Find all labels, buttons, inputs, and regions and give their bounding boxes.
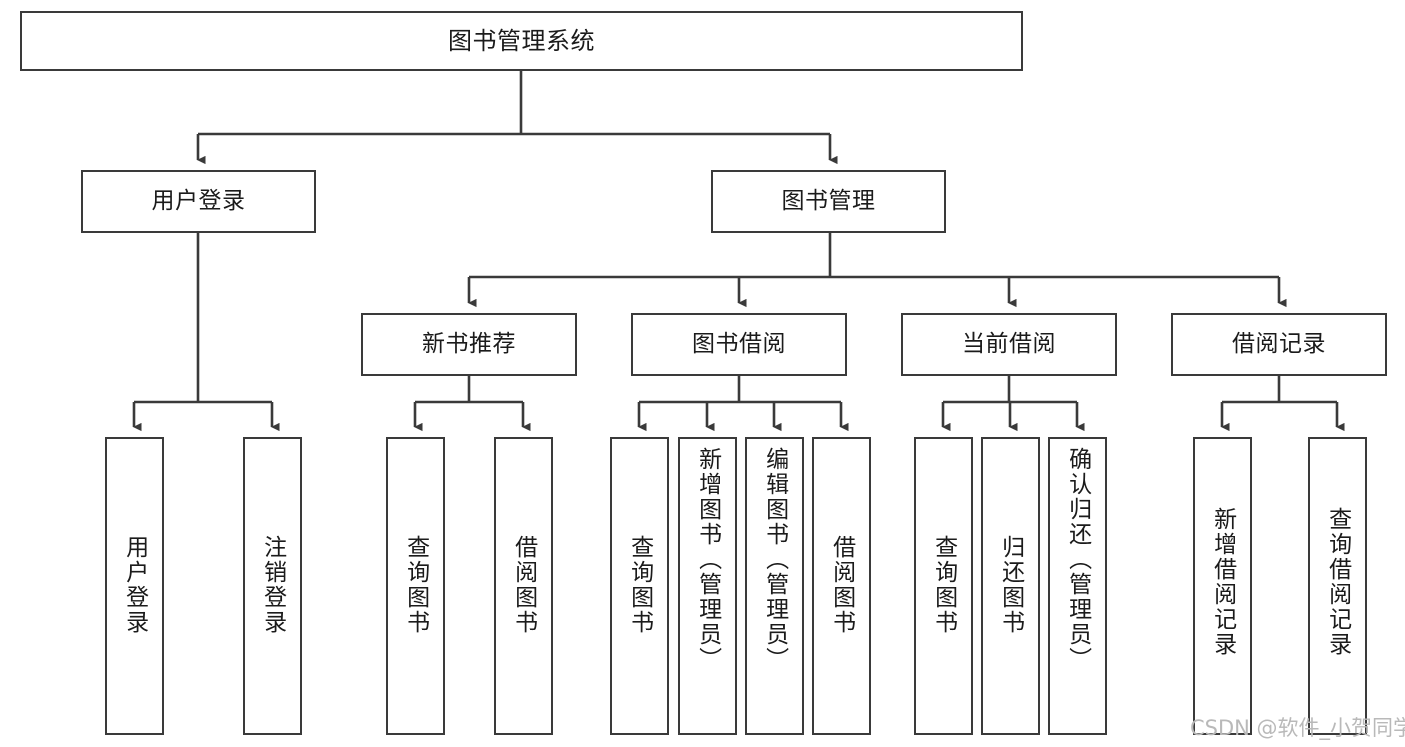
node-label: 新增图书（管理员） [694, 447, 721, 672]
node-label: 注销登录 [259, 535, 286, 635]
leaf-current-borrow-query-book[interactable]: 查询图书 [914, 437, 973, 735]
node-label: 新书推荐 [422, 330, 516, 357]
leaf-book-borrow-edit-book-admin[interactable]: 编辑图书（管理员） [745, 437, 804, 735]
node-label: 新增借阅记录 [1209, 507, 1236, 657]
leaf-borrow-record-query-record[interactable]: 查询借阅记录 [1308, 437, 1367, 735]
node-label: 确认归还（管理员） [1064, 447, 1091, 672]
node-borrow-record[interactable]: 借阅记录 [1171, 313, 1387, 376]
node-label: 图书管理 [781, 187, 876, 214]
node-current-borrow[interactable]: 当前借阅 [901, 313, 1117, 376]
node-label: 图书管理系统 [448, 26, 595, 55]
leaf-current-borrow-return-book[interactable]: 归还图书 [981, 437, 1040, 735]
node-label: 归还图书 [997, 535, 1024, 635]
node-book-management[interactable]: 图书管理 [711, 170, 946, 233]
leaf-book-borrow-query-book[interactable]: 查询图书 [610, 437, 669, 735]
node-label: 查询图书 [626, 535, 653, 635]
leaf-new-book-borrow-book[interactable]: 借阅图书 [494, 437, 553, 735]
node-label: 当前借阅 [962, 330, 1056, 357]
leaf-book-borrow-add-book-admin[interactable]: 新增图书（管理员） [678, 437, 737, 735]
leaf-borrow-record-add-record[interactable]: 新增借阅记录 [1193, 437, 1252, 735]
leaf-new-book-query-book[interactable]: 查询图书 [386, 437, 445, 735]
leaf-user-login-login[interactable]: 用户登录 [105, 437, 164, 735]
node-label: 编辑图书（管理员） [761, 447, 788, 672]
node-label: 查询借阅记录 [1324, 507, 1351, 657]
node-label: 借阅图书 [828, 535, 855, 635]
node-label: 借阅记录 [1232, 330, 1326, 357]
node-book-borrow[interactable]: 图书借阅 [631, 313, 847, 376]
node-label: 用户登录 [151, 187, 246, 214]
node-root-book-management-system[interactable]: 图书管理系统 [20, 11, 1023, 71]
node-label: 图书借阅 [692, 330, 786, 357]
leaf-current-borrow-confirm-return-admin[interactable]: 确认归还（管理员） [1048, 437, 1107, 735]
node-label: 用户登录 [121, 535, 148, 635]
node-new-book-recommend[interactable]: 新书推荐 [361, 313, 577, 376]
csdn-watermark: CSDN @软件_小贺同学 [1190, 716, 1405, 740]
leaf-book-borrow-borrow-book[interactable]: 借阅图书 [812, 437, 871, 735]
node-label: 借阅图书 [510, 535, 537, 635]
node-user-login[interactable]: 用户登录 [81, 170, 316, 233]
node-label: 查询图书 [402, 535, 429, 635]
leaf-user-login-logout[interactable]: 注销登录 [243, 437, 302, 735]
node-label: 查询图书 [930, 535, 957, 635]
